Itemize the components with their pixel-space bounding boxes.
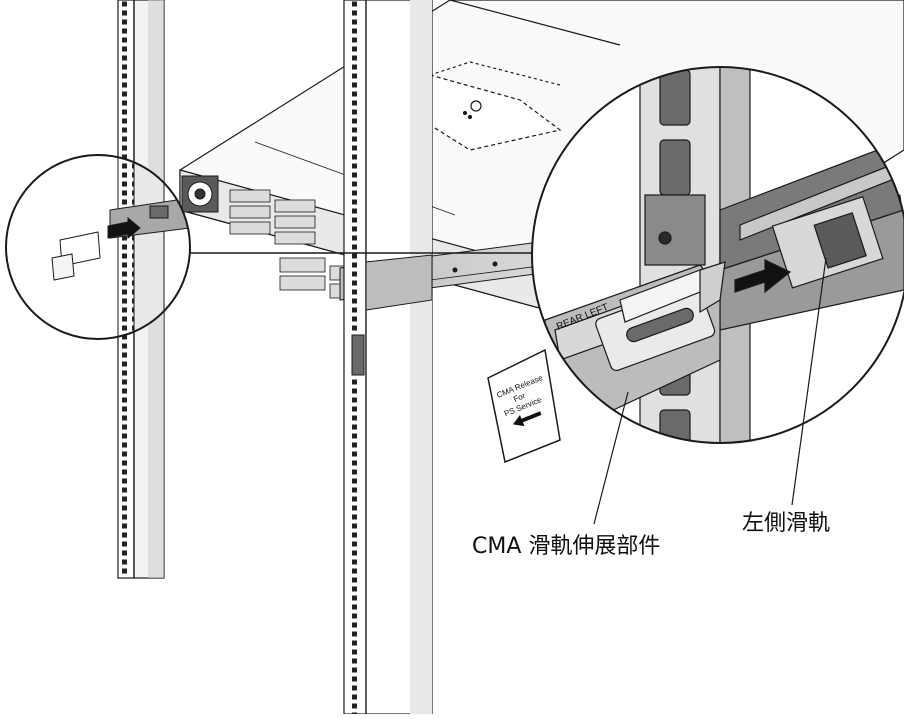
tag-arrow-icon (512, 411, 542, 427)
rail-foreground-segment (351, 254, 433, 376)
callout-cma-extension: CMA 滑軌伸展部件 (472, 534, 661, 559)
detail-circle-large: REAR LEFT (531, 66, 904, 444)
tag-line-2: For (512, 391, 527, 404)
cma-release-tag: CMA Release For PS Service (487, 348, 561, 464)
leader-line-cma (593, 391, 629, 525)
detail-circle-small (5, 154, 191, 340)
server-fan (181, 175, 219, 213)
leader-line-left-rail (791, 257, 827, 506)
callout-left-rail: 左側滑軌 (742, 511, 831, 536)
